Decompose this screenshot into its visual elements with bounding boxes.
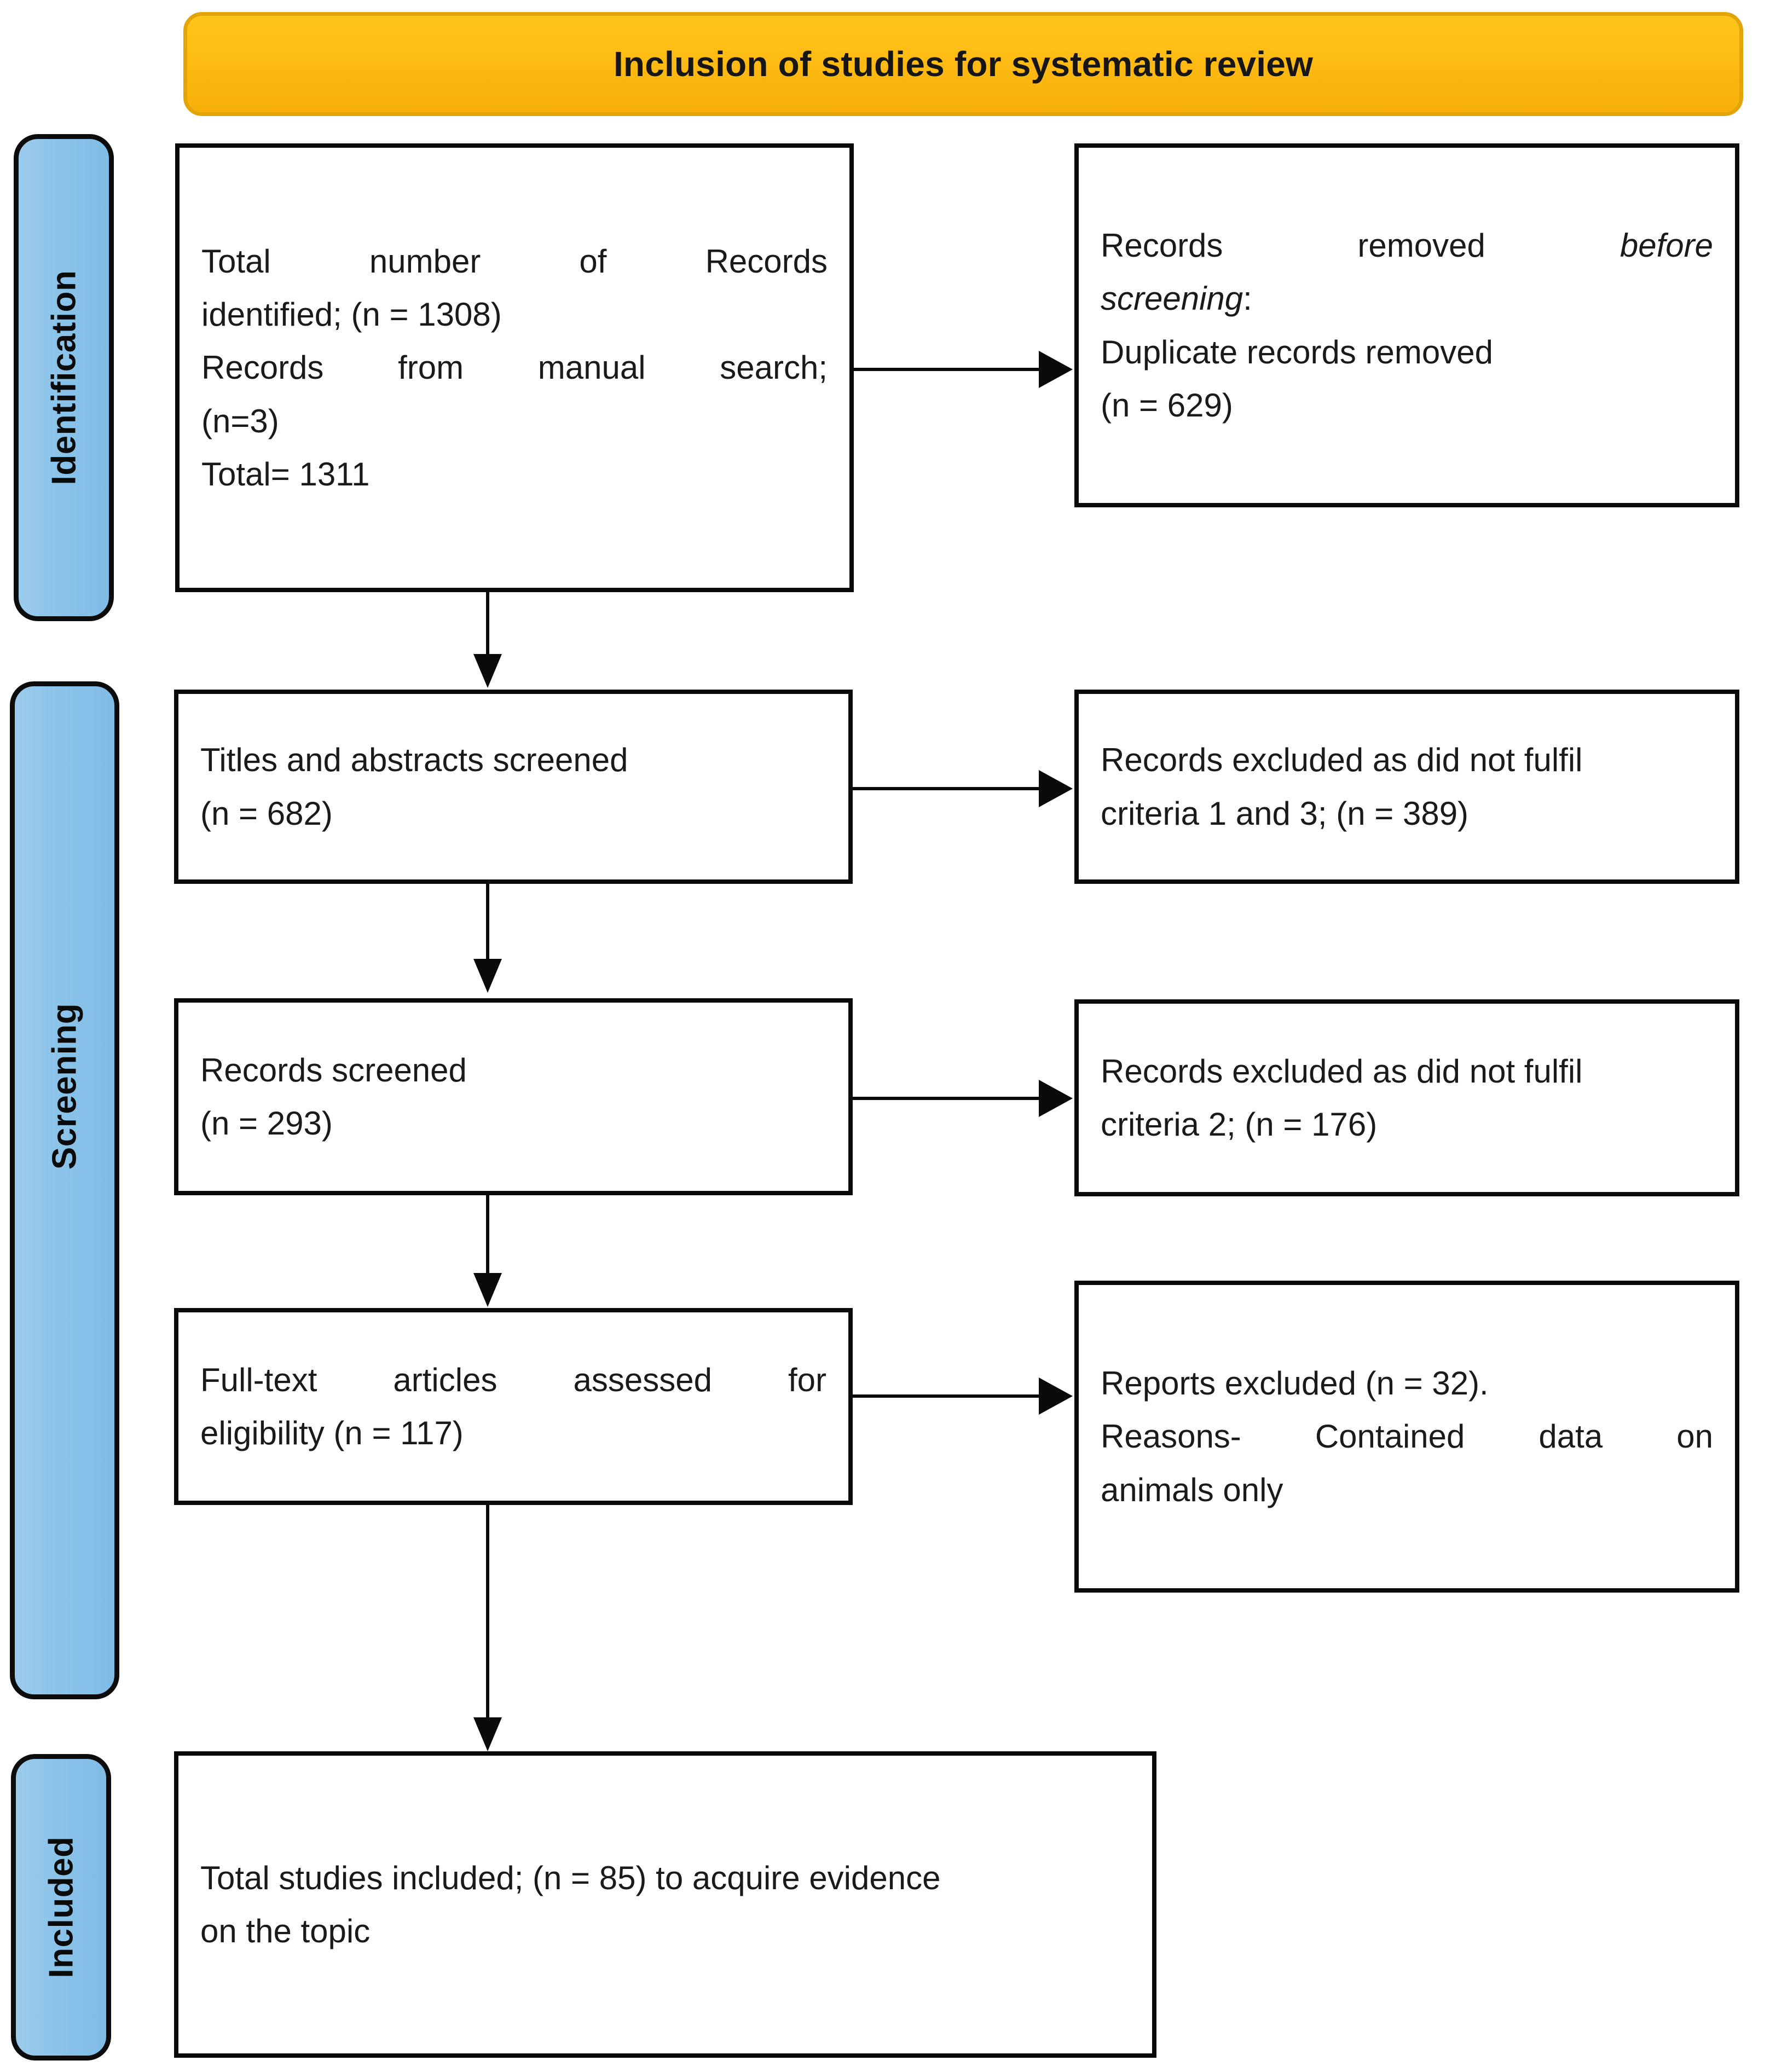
connector-fulltext-to-included-arrowhead (473, 1717, 502, 1751)
connector-titles-to-excluded13 (853, 787, 1042, 790)
records-removed-line-3: Duplicate records removed (1101, 333, 1493, 371)
connector-fulltext-to-included (486, 1504, 489, 1723)
phase-tab-screening: Screening (10, 681, 119, 1699)
records-screened-line-2: (n = 293) (200, 1105, 333, 1142)
titles-abstracts-line-2: (n = 682) (200, 795, 333, 832)
excluded-2-line-2: criteria 2; (n = 176) (1101, 1106, 1378, 1143)
records-removed-text: Records removed (1101, 227, 1485, 264)
box-records-excluded-criteria-2: Records excluded as did not fulfil crite… (1074, 999, 1739, 1196)
records-removed-colon: : (1243, 280, 1252, 317)
records-screened-line-1: Records screened (200, 1051, 467, 1089)
phase-label-screening: Screening (45, 1003, 84, 1170)
connector-records-to-excluded2-arrowhead (1039, 1080, 1073, 1117)
fulltext-line-1: Full-text articles assessed for (200, 1361, 826, 1398)
connector-identified-to-titles (486, 591, 489, 659)
page-title: Inclusion of studies for systematic revi… (613, 44, 1314, 84)
box-total-studies-included: Total studies included; (n = 85) to acqu… (174, 1751, 1156, 2058)
connector-records-to-fulltext-arrowhead (473, 1273, 502, 1307)
connector-titles-to-excluded13-arrowhead (1039, 770, 1073, 807)
connector-titles-to-records-screened-arrowhead (473, 959, 502, 993)
excluded-2-line-1: Records excluded as did not fulfil (1101, 1052, 1583, 1090)
phase-label-identification: Identification (45, 270, 83, 485)
box-reports-excluded: Reports excluded (n = 32). Reasons- Cont… (1074, 1281, 1739, 1593)
connector-titles-to-records-screened (486, 883, 489, 965)
diagram-header-banner: Inclusion of studies for systematic revi… (183, 12, 1743, 116)
total-included-line-2: on the topic (200, 1913, 371, 1949)
connector-fulltext-to-reports-excluded-arrowhead (1039, 1378, 1073, 1415)
reports-excluded-line-3: animals only (1101, 1471, 1283, 1508)
excluded-13-line-2: criteria 1 and 3; (n = 389) (1101, 795, 1469, 832)
box-records-excluded-criteria-1-3: Records excluded as did not fulfil crite… (1074, 690, 1739, 884)
records-removed-line-4: (n = 629) (1101, 386, 1233, 424)
records-removed-line-1: Records removed before (1101, 219, 1713, 272)
connector-records-to-excluded2 (853, 1097, 1042, 1100)
phase-label-included: Included (42, 1836, 80, 1978)
records-identified-line-3: Records from manual search; (201, 349, 828, 386)
records-removed-italic-before: before (1619, 227, 1713, 264)
excluded-13-line-1: Records excluded as did not fulfil (1101, 742, 1583, 779)
phase-tab-identification: Identification (14, 134, 114, 621)
box-titles-abstracts-screened: Titles and abstracts screened (n = 682) (174, 690, 853, 884)
box-records-identified: Total number of Records identified; (n =… (175, 143, 854, 592)
records-removed-line-2: screening: (1101, 272, 1713, 325)
connector-identified-to-removed (853, 368, 1042, 371)
connector-identified-to-titles-arrowhead (473, 654, 502, 688)
reports-excluded-line-2: Reasons- Contained data on (1101, 1418, 1713, 1455)
box-records-screened: Records screened (n = 293) (174, 998, 853, 1195)
records-identified-line-4: (n=3) (201, 402, 279, 439)
connector-identified-to-removed-arrowhead (1039, 351, 1073, 388)
records-removed-italic-screening: screening (1101, 280, 1243, 317)
total-included-line-1: Total studies included; (n = 85) to acqu… (200, 1859, 941, 1896)
fulltext-line-2: eligibility (n = 117) (200, 1415, 464, 1451)
box-fulltext-assessed: Full-text articles assessed for eligibil… (174, 1308, 853, 1505)
connector-fulltext-to-reports-excluded (853, 1394, 1042, 1398)
records-identified-line-2: identified; (n = 1308) (201, 296, 502, 333)
records-identified-line-5: Total= 1311 (201, 455, 370, 493)
connector-records-to-fulltext (486, 1195, 489, 1280)
reports-excluded-line-1: Reports excluded (n = 32). (1101, 1365, 1489, 1402)
phase-tab-included: Included (11, 1754, 111, 2061)
box-records-removed-before-screening: Records removed before screening: Duplic… (1074, 143, 1739, 507)
records-identified-line-1: Total number of Records (201, 243, 828, 280)
titles-abstracts-line-1: Titles and abstracts screened (200, 742, 628, 779)
